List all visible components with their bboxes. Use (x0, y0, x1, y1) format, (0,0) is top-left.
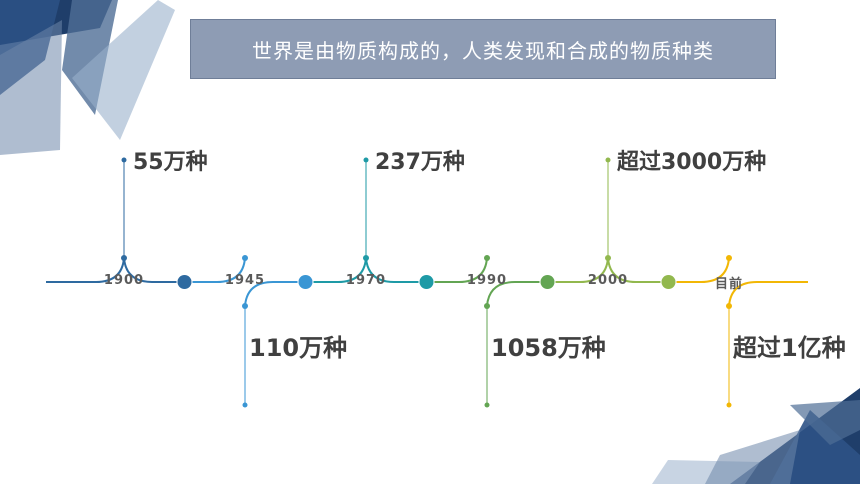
timeline-node (484, 303, 490, 309)
timeline-year: 1970 (345, 273, 387, 288)
timeline-connector (244, 281, 274, 307)
timeline-connector (458, 257, 488, 283)
timeline-connector (607, 257, 637, 283)
timeline-node (121, 157, 127, 163)
timeline-connector (216, 257, 246, 283)
timeline-amount: 110万种 (249, 334, 348, 362)
timeline-node (484, 402, 490, 408)
deco-shape (790, 400, 860, 445)
timeline-dot (540, 275, 555, 289)
timeline-node (242, 303, 248, 309)
timeline-amount: 55万种 (133, 150, 208, 175)
timeline-connector (728, 281, 758, 307)
timeline-dot (419, 275, 434, 289)
deco-shape (705, 430, 800, 484)
timeline-connector (123, 257, 153, 283)
timeline-connector (95, 257, 125, 283)
timeline-connector (700, 257, 730, 283)
timeline-dot (298, 275, 313, 289)
timeline-node (242, 255, 248, 261)
timeline-connector (579, 257, 609, 283)
timeline-node (726, 303, 732, 309)
timeline-node (242, 402, 248, 408)
timeline-year: 目前 (714, 277, 744, 292)
timeline-amount: 237万种 (375, 150, 465, 175)
timeline-connector (337, 257, 367, 283)
timeline-connector (486, 281, 516, 307)
timeline-connector (365, 257, 395, 283)
timeline-year: 1945 (224, 273, 266, 288)
timeline-dot (177, 275, 192, 289)
timeline-amount: 1058万种 (491, 334, 606, 362)
deco-shape (0, 20, 62, 155)
timeline-node (363, 157, 369, 163)
timeline-year: 1900 (103, 273, 145, 288)
title-banner: 世界是由物质构成的，人类发现和合成的物质种类 (190, 19, 776, 79)
deco-shape (72, 0, 175, 140)
timeline-year: 1990 (466, 273, 508, 288)
timeline-amount: 超过3000万种 (617, 150, 767, 175)
deco-shape (62, 0, 118, 115)
timeline-node (726, 402, 732, 408)
timeline-amount: 超过1亿种 (733, 334, 846, 362)
timeline-node (726, 255, 732, 261)
timeline-year: 2000 (587, 273, 629, 288)
timeline-node (484, 255, 490, 261)
page-title: 世界是由物质构成的，人类发现和合成的物质种类 (252, 38, 714, 63)
timeline-node (605, 157, 611, 163)
timeline-dot (661, 275, 676, 289)
